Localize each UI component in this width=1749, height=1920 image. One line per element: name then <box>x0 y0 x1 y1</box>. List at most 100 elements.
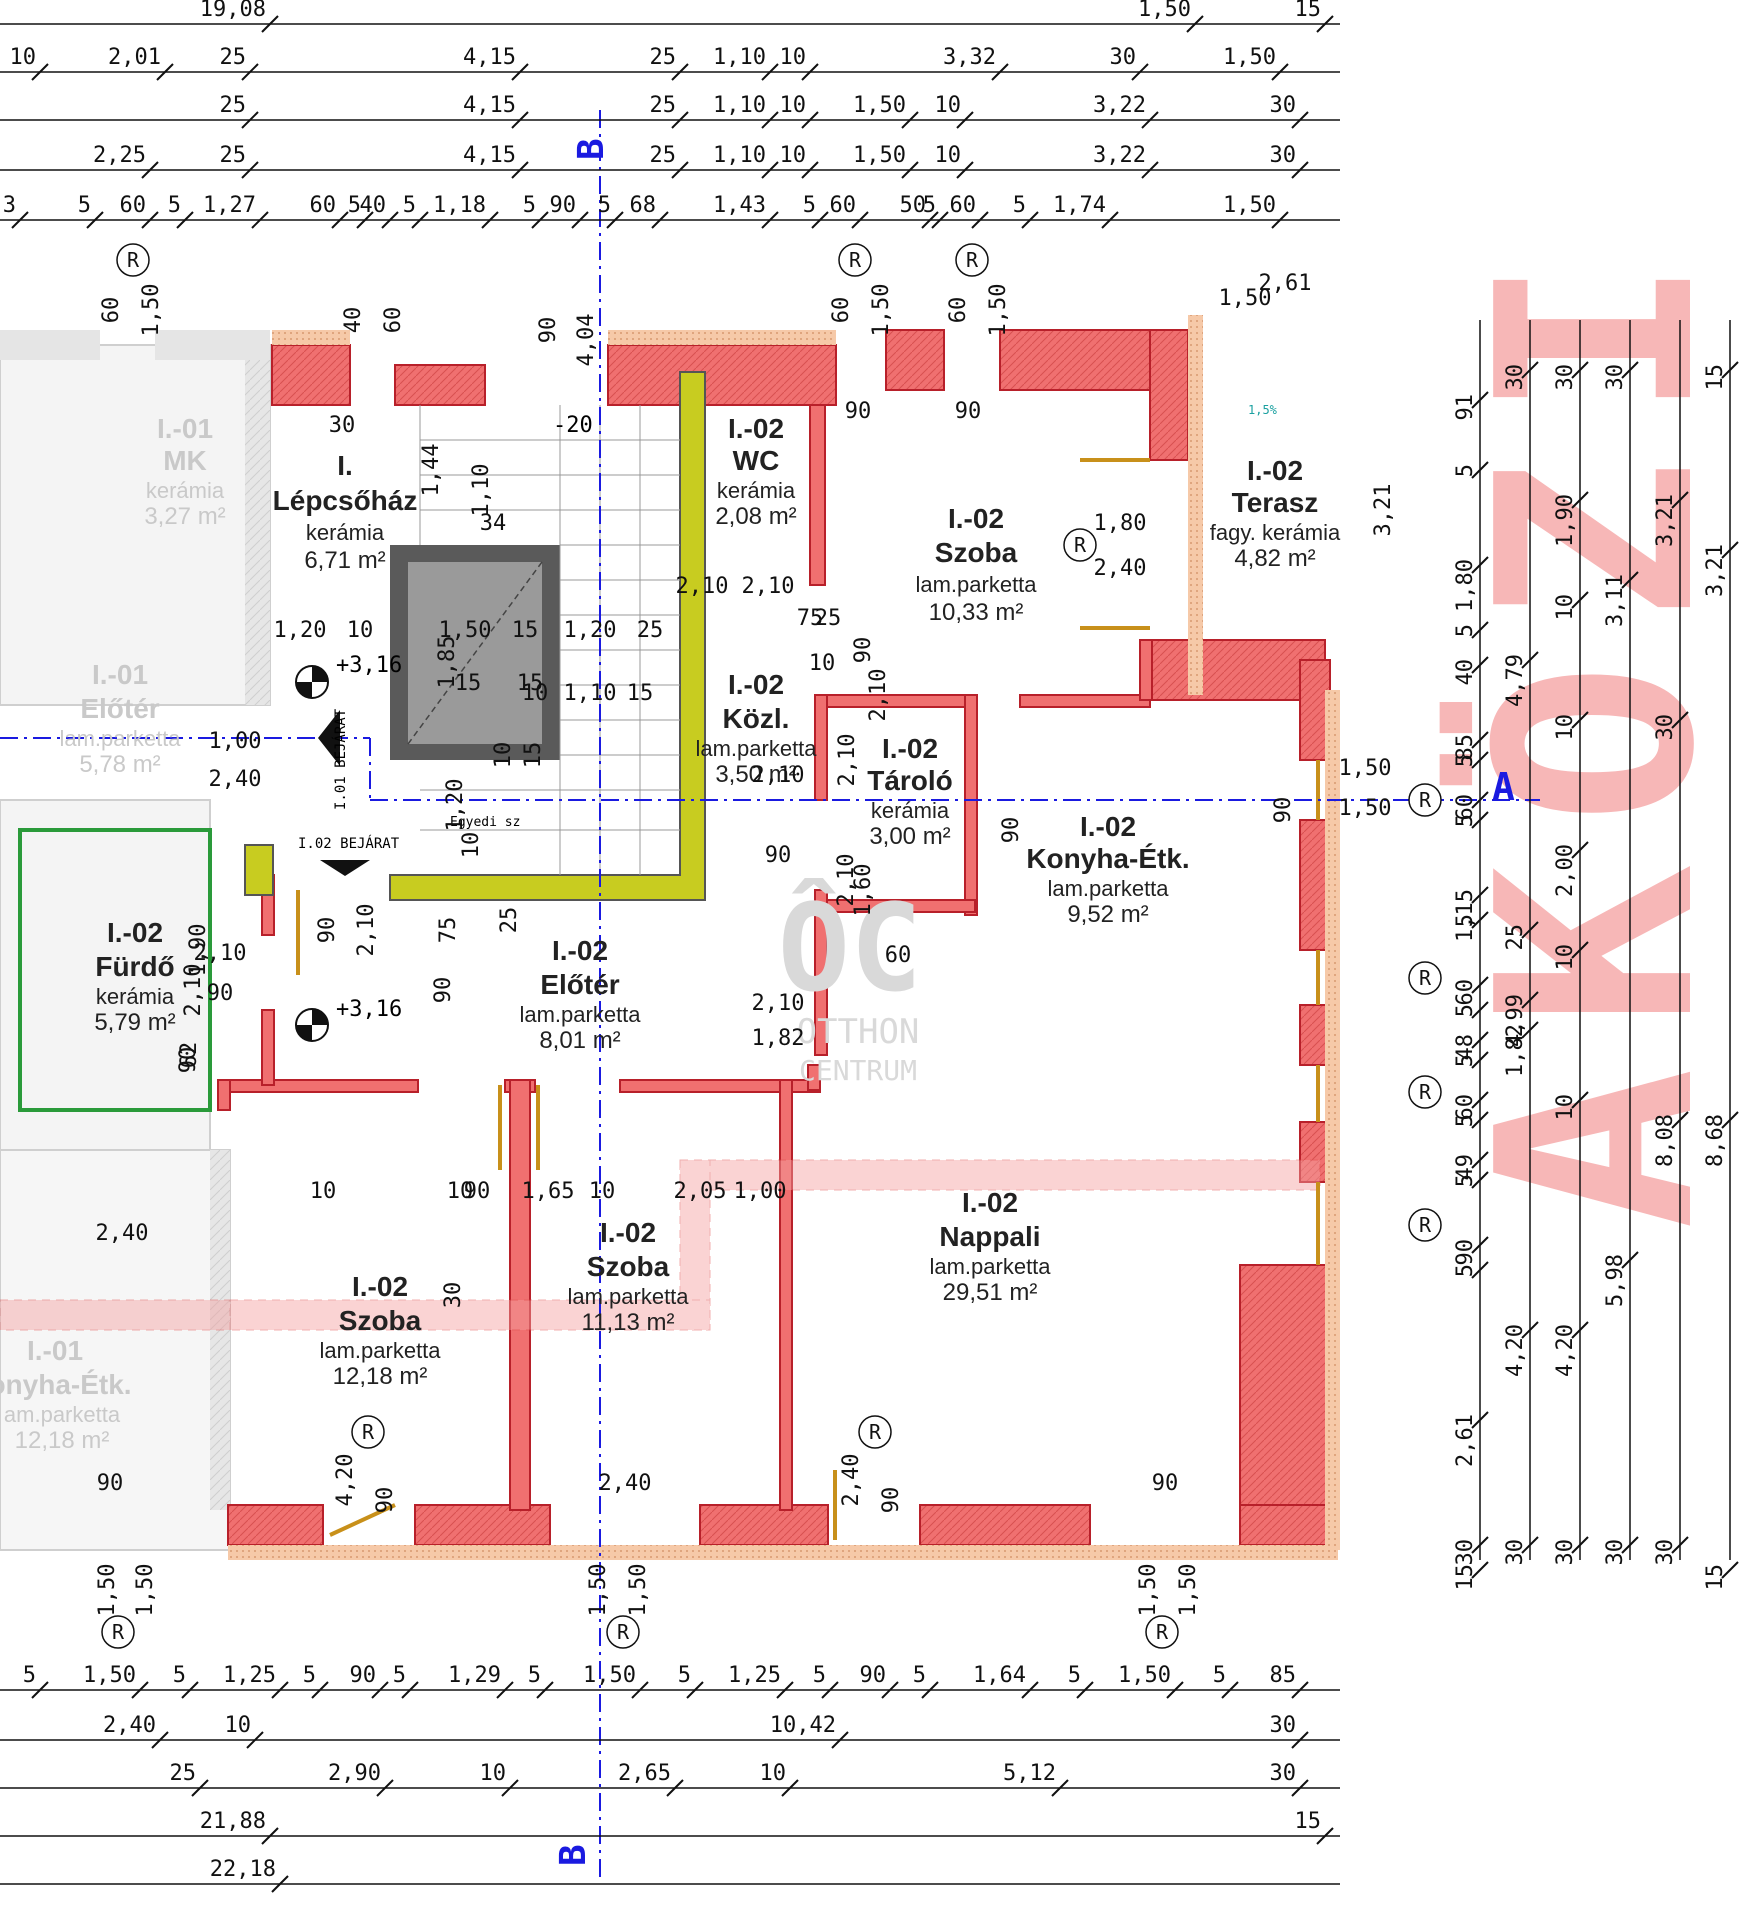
dim-label: 22,18 <box>210 1857 276 1882</box>
inner-dim-label: 1,50 <box>1136 1564 1161 1617</box>
dim-tick <box>606 211 624 229</box>
inner-dim-label: 1,50 <box>1219 286 1272 311</box>
dim-tick <box>141 161 159 179</box>
dim-tick <box>1621 1251 1639 1269</box>
dim-label: 5 <box>1013 193 1026 218</box>
dim-tick <box>1571 941 1589 959</box>
dim-label: 30 <box>1653 1539 1678 1566</box>
dim-label: 30 <box>1453 1539 1478 1566</box>
radiator-mark-circle <box>116 243 150 277</box>
dim-label: 1,10 <box>713 143 766 168</box>
inner-dim-label: 60 <box>946 297 971 324</box>
dim-label: 5 <box>803 193 816 218</box>
dim-label: 30 <box>1603 364 1628 391</box>
inner-dim-label: 15 <box>455 671 482 696</box>
dim-tick <box>901 111 919 129</box>
dim-tick <box>1571 711 1589 729</box>
dim-label: 49 <box>1453 1154 1478 1181</box>
inner-dim-label: 30 <box>329 413 356 438</box>
dim-label: 15 <box>1295 0 1322 22</box>
dim-label: 4,99 <box>1503 994 1528 1047</box>
dim-label: 25 <box>650 93 677 118</box>
dim-tick <box>1471 1261 1489 1279</box>
radiator-mark-label: R <box>1156 1620 1169 1644</box>
dim-label: 5 <box>403 193 416 218</box>
dim-tick <box>801 63 819 81</box>
svg-text:lam.parketta: lam.parketta <box>929 1254 1051 1279</box>
dim-tick <box>1671 1111 1689 1129</box>
inner-dim-label: 90 <box>1152 1471 1179 1496</box>
dim-label: 30 <box>1110 45 1137 70</box>
dim-label: 30 <box>1270 93 1297 118</box>
dim-tick <box>1186 15 1204 33</box>
dim-tick <box>1571 361 1589 379</box>
dim-label: 4,20 <box>1553 1324 1578 1377</box>
svg-text:kerámia: kerámia <box>146 478 225 503</box>
dim-tick <box>536 1681 554 1699</box>
inner-dim-label: 2,05 <box>674 1179 727 1204</box>
dim-label: 5 <box>1068 1663 1081 1688</box>
inner-dim-label: 1,10 <box>564 681 617 706</box>
inner-dim-label: 34 <box>480 511 507 536</box>
svg-text:11,13 m²: 11,13 m² <box>582 1309 675 1336</box>
dim-label: 5 <box>1453 1004 1478 1017</box>
dim-label: 1,43 <box>713 193 766 218</box>
dim-tick <box>931 211 949 229</box>
dim-tick <box>376 1779 394 1797</box>
radiator-mark-label: R <box>849 248 862 272</box>
svg-text:lam.parketta: lam.parketta <box>519 1002 641 1027</box>
dim-tick <box>1471 751 1489 769</box>
dim-tick <box>1471 911 1489 929</box>
inner-dim-label: 2,10 <box>866 669 891 722</box>
dim-tick <box>1471 1236 1489 1254</box>
dim-label: 25 <box>220 45 247 70</box>
svg-text:Szoba: Szoba <box>339 1305 422 1336</box>
dim-label: 10 <box>760 1761 787 1786</box>
insulation <box>228 315 1340 1560</box>
doors <box>296 458 1320 1540</box>
dim-tick <box>1471 391 1489 409</box>
dim-tick <box>181 1681 199 1699</box>
dim-tick <box>356 211 374 229</box>
radiator-mark-label: R <box>112 1620 125 1644</box>
radiator-mark-label: R <box>966 248 979 272</box>
dim-tick <box>1571 591 1589 609</box>
inner-dim-label: 15 <box>517 671 544 696</box>
dim-tick <box>831 1731 849 1749</box>
dim-tick <box>1671 1536 1689 1554</box>
svg-text:I.02 BEJÁRAT: I.02 BEJÁRAT <box>298 835 400 852</box>
dim-tick <box>271 1875 289 1893</box>
svg-text:I.-02: I.-02 <box>600 1217 656 1248</box>
dim-tick <box>176 211 194 229</box>
radiator-mark-label: R <box>362 1420 375 1444</box>
dim-tick <box>496 1681 514 1699</box>
dim-label: 5 <box>1453 1114 1478 1127</box>
dim-tick <box>1521 921 1539 939</box>
inner-dim-label: 60 <box>381 307 406 334</box>
inner-dim-label: 1,50 <box>139 284 164 337</box>
dim-label: 4,79 <box>1503 654 1528 707</box>
dim-label: 10 <box>780 143 807 168</box>
dim-tick <box>1471 461 1489 479</box>
svg-text:CENTRUM: CENTRUM <box>799 1054 917 1087</box>
dim-tick <box>991 63 1009 81</box>
radiator-mark-label: R <box>1419 1213 1432 1237</box>
dim-tick <box>1571 491 1589 509</box>
inner-dim-label: 2,40 <box>839 1454 864 1507</box>
radiator-mark-circle <box>606 1615 640 1649</box>
dim-label: 15 <box>1295 1809 1322 1834</box>
dim-label: 30 <box>1503 364 1528 391</box>
dim-tick <box>761 211 779 229</box>
inner-dim-label: 10 <box>522 681 549 706</box>
inner-dim-label: 90 <box>97 1471 124 1496</box>
svg-text:WC: WC <box>733 445 780 476</box>
dim-tick <box>86 211 104 229</box>
misc-labels: I.01 BEJÁRAT I.02 BEJÁRAT +3,16 +3,16 -2… <box>298 138 1515 1866</box>
svg-text:I.-01: I.-01 <box>92 659 148 690</box>
inner-dim-label: 90 <box>373 1487 398 1514</box>
inner-dim-label: 90 <box>851 637 876 664</box>
svg-text:kerámia: kerámia <box>96 984 175 1009</box>
dim-label: 1,50 <box>1223 45 1276 70</box>
